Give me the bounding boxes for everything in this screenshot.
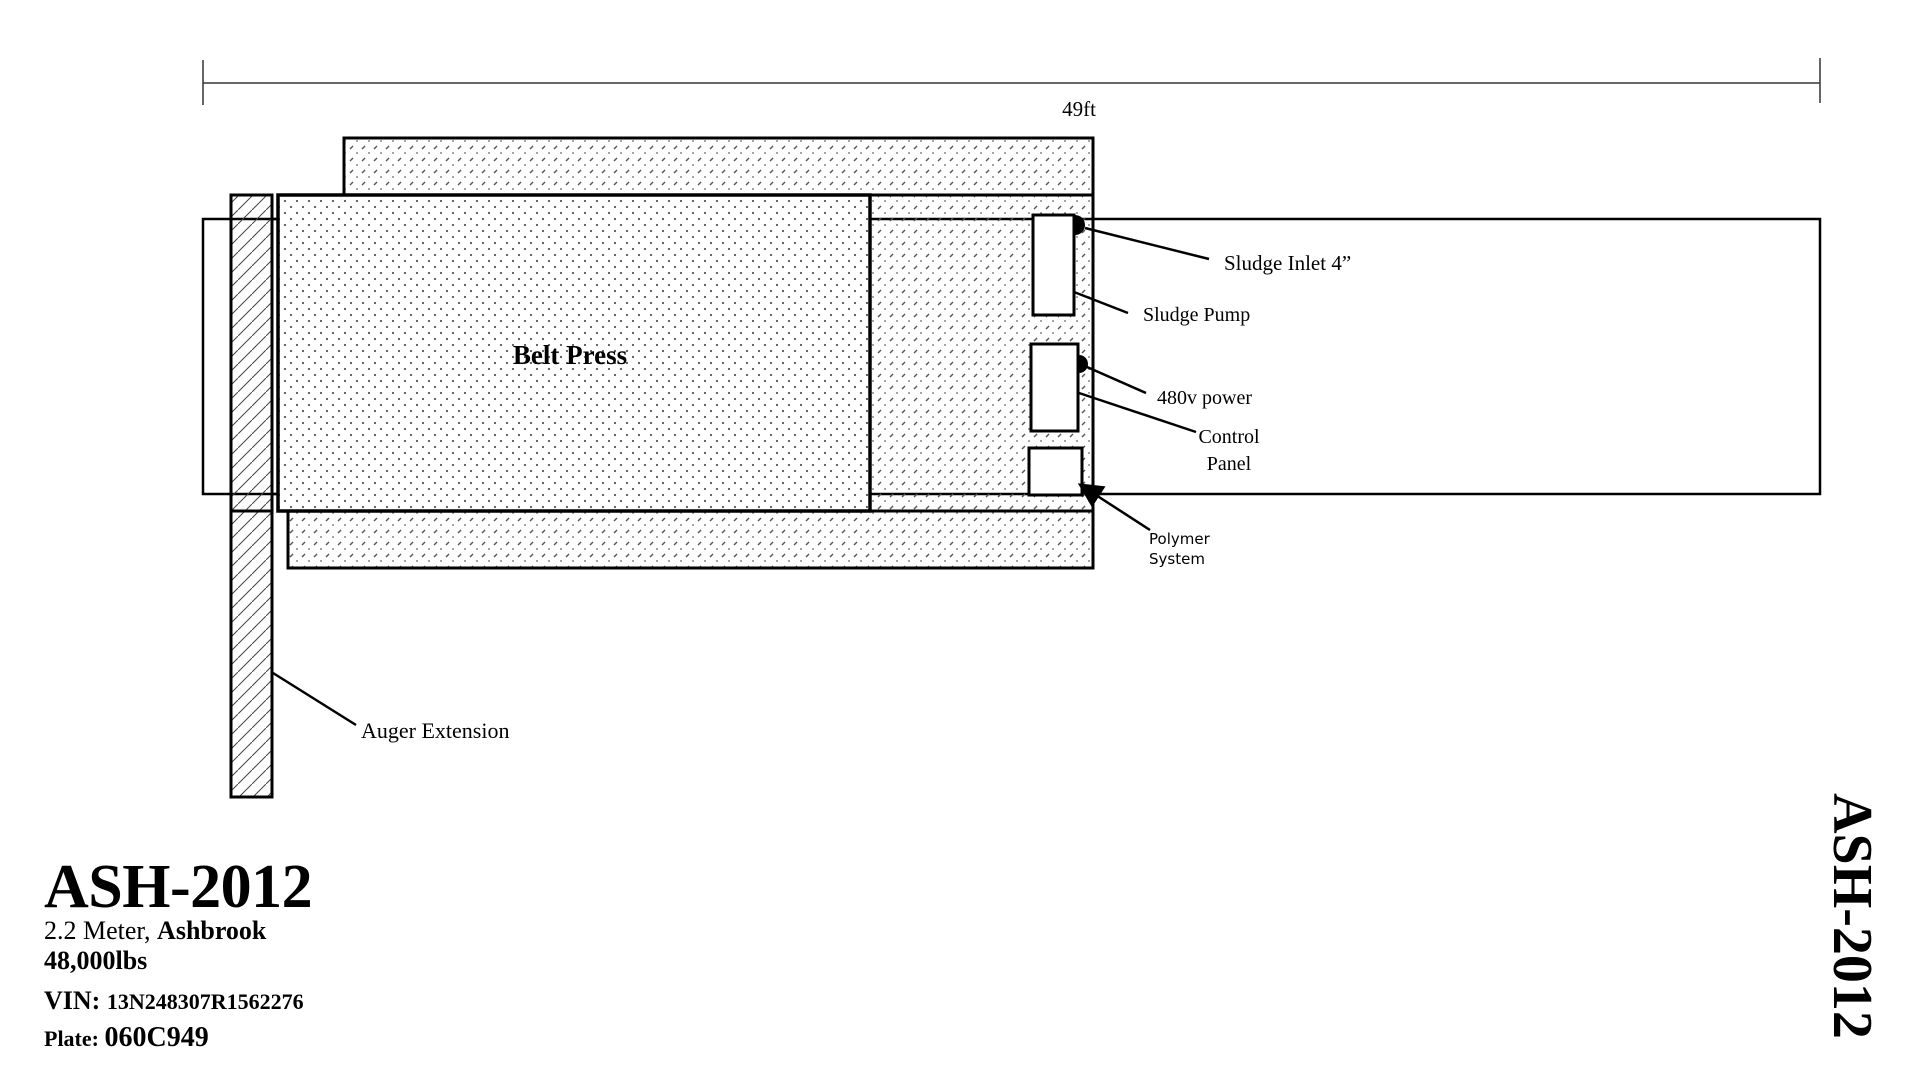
auger-extension-label: Auger Extension (361, 718, 509, 743)
sludge-pump (1031, 213, 1076, 317)
dimension-label: 49ft (1062, 97, 1096, 121)
plate-label: Plate: (44, 1026, 105, 1051)
belt-press (276, 193, 872, 513)
polymer-system (1027, 446, 1084, 497)
auger-leader-line (272, 671, 357, 727)
polymer-label-line1: Polymer (1149, 530, 1211, 548)
unit-description: 2.2 Meter, Ashbrook (44, 916, 312, 946)
sludge-pump-leader-line (1073, 290, 1129, 315)
vin-value: 13N248307R1562276 (106, 989, 304, 1014)
polymer-arrow (1077, 483, 1151, 532)
control-panel-leader-line (1078, 391, 1197, 434)
power-label: 480v power (1157, 387, 1252, 409)
plate-row: Plate: 060C949 (44, 1023, 312, 1054)
belt-press-label: Belt Press (513, 340, 627, 370)
plate-value: 060C949 (104, 1022, 209, 1053)
title-block: ASH-2012 2.2 Meter, Ashbrook 48,000lbs V… (44, 853, 313, 1054)
power-leader-line (1086, 365, 1147, 395)
power-connector-icon (1079, 355, 1088, 373)
sludge-inlet-label: Sludge Inlet 4” (1224, 251, 1351, 275)
unit-weight: 48,000lbs (44, 946, 148, 975)
control-panel (1029, 342, 1080, 433)
unit-title: ASH-2012 (44, 853, 313, 921)
auger-upper-section (229, 193, 274, 513)
bottom-walkway-platform (286, 509, 1095, 570)
dimension-line: 49ft (202, 58, 1821, 121)
top-walkway-platform (342, 136, 1095, 197)
polymer-label-line2: System (1149, 550, 1205, 568)
control-panel-label-line2: Panel (1207, 453, 1252, 475)
unit-size: 2.2 Meter, (44, 916, 158, 945)
unit-manufacturer: Ashbrook (157, 916, 267, 945)
side-title: ASH-2012 (1821, 793, 1883, 1039)
control-panel-label-line1: Control (1198, 426, 1260, 448)
sludge-inlet-leader-line (1084, 226, 1210, 261)
sludge-pump-label: Sludge Pump (1143, 304, 1250, 326)
auger-extension (229, 509, 274, 799)
vin-label: VIN: (44, 986, 107, 1015)
sludge-inlet-connector-icon (1075, 215, 1085, 235)
vin-row: VIN: 13N248307R1562276 (44, 986, 312, 1017)
